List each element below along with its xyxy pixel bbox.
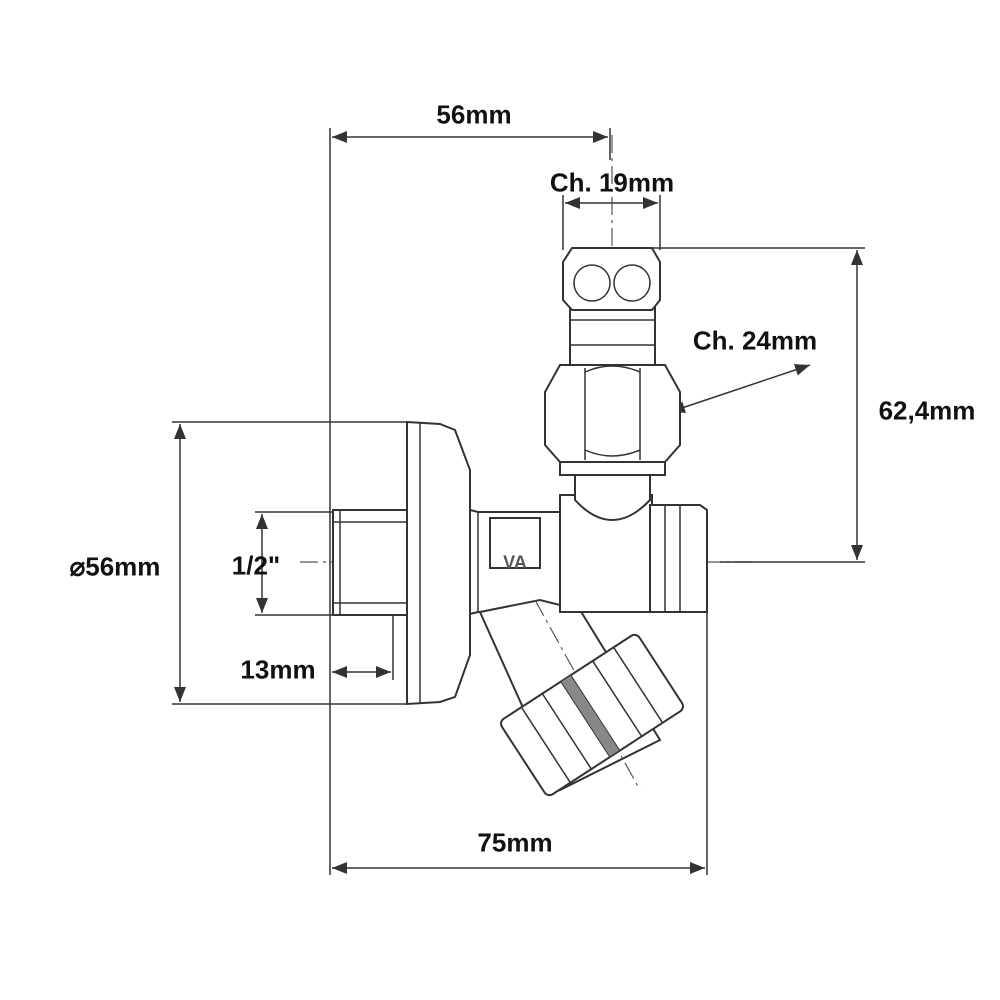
va-marking: VA <box>503 552 527 573</box>
nut-base <box>574 469 651 521</box>
rosette-flange <box>406 420 471 706</box>
nut-24mm <box>544 364 681 476</box>
label-75mm: 75mm <box>477 827 553 858</box>
label-62-4mm: 62,4mm <box>878 395 976 426</box>
extension-lines <box>172 128 865 875</box>
label-ch19: Ch. 19mm <box>549 167 675 198</box>
label-diameter: ⌀56mm <box>69 551 161 582</box>
outlet-connector <box>649 504 708 613</box>
leader-ch24 <box>669 364 811 413</box>
va-marking-box <box>489 517 541 569</box>
label-thread: 1/2" <box>231 550 281 581</box>
label-13mm: 13mm <box>240 654 316 685</box>
label-ch24: Ch. 24mm <box>692 325 818 356</box>
threaded-inlet <box>332 509 411 616</box>
nut-19mm <box>562 247 661 311</box>
stem <box>569 304 656 366</box>
label-56mm: 56mm <box>436 99 512 130</box>
handwheel-knob <box>500 633 684 797</box>
